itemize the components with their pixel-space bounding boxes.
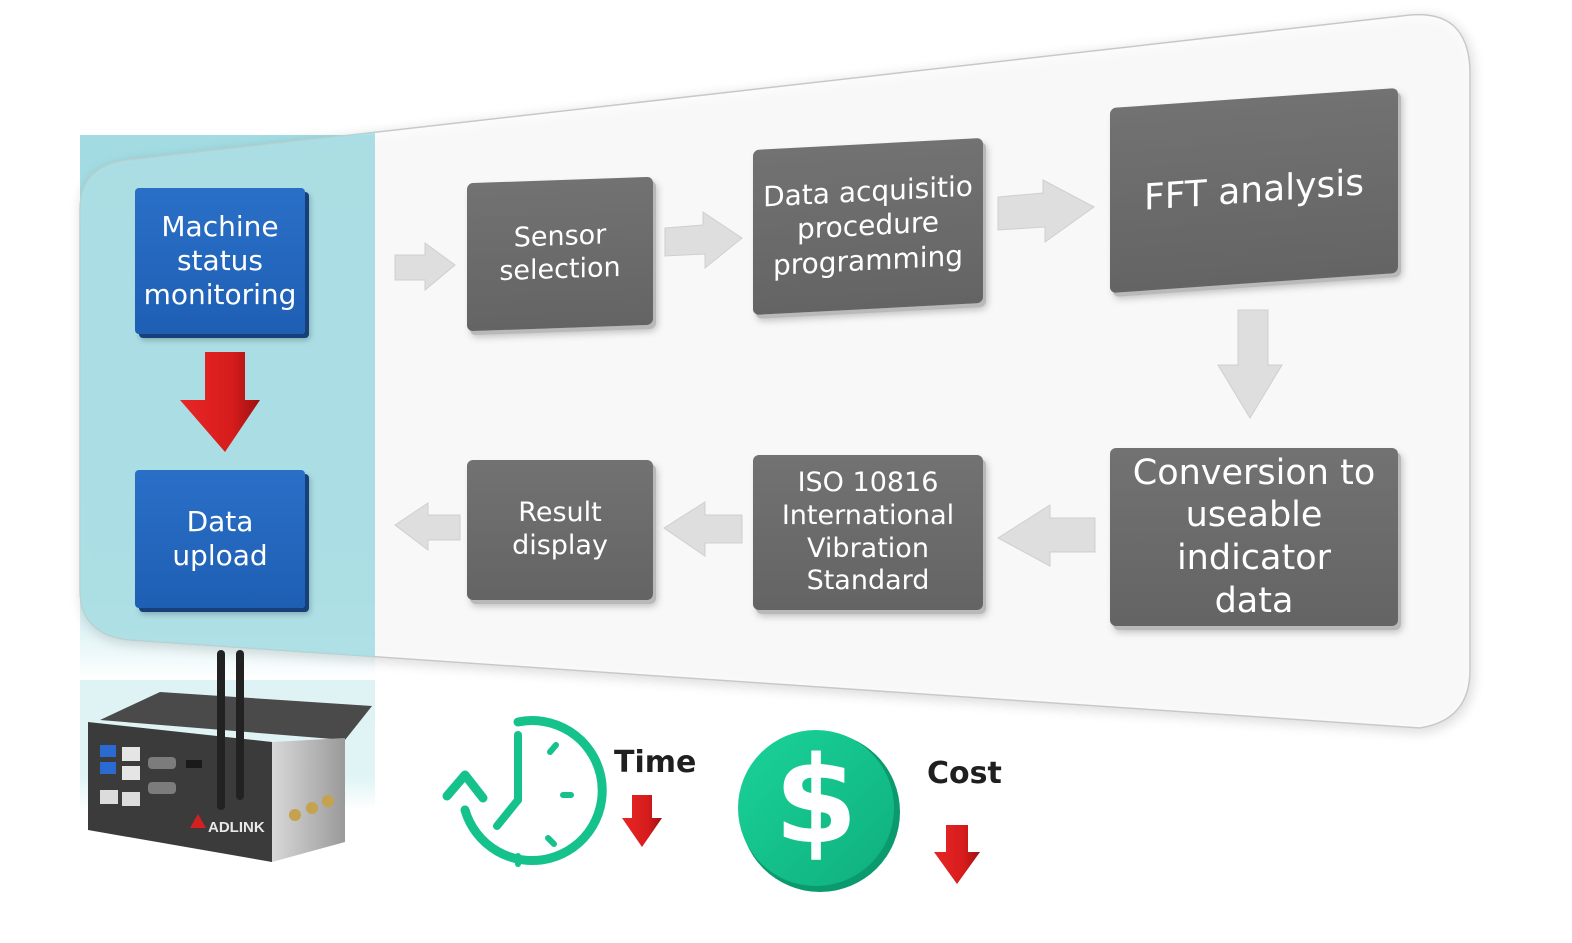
- flow-arrow-3: [997, 179, 1095, 243]
- iso-standard-label: ISO 10816 International Vibration Standa…: [781, 466, 955, 597]
- red-down-arrow: [180, 352, 260, 452]
- fft-analysis-box: FFT analysis: [1110, 87, 1398, 294]
- clock-icon: [442, 716, 607, 867]
- result-display-label: Result display: [512, 497, 608, 561]
- svg-text:$: $: [774, 732, 858, 871]
- conversion-label: Conversion to useable indicator data: [1132, 452, 1376, 621]
- cost-label: Cost: [927, 756, 1002, 791]
- fft-analysis-label: FFT analysis: [1144, 161, 1364, 219]
- time-label: Time: [614, 745, 697, 780]
- sensor-selection-box: Sensor selection: [467, 176, 653, 332]
- flow-arrow-2: [664, 211, 743, 270]
- machine-status-box: Machine status monitoring: [135, 188, 305, 334]
- flow-arrow-6: [663, 501, 743, 557]
- data-upload-label: Data upload: [172, 504, 268, 572]
- data-upload-box: Data upload: [135, 470, 305, 608]
- flow-arrow-4: [1217, 309, 1283, 419]
- dollar-coin-icon: $: [738, 730, 900, 892]
- flow-arrow-1: [394, 242, 456, 292]
- data-acquisition-box: Data acquisitio procedure programming: [753, 137, 983, 316]
- conversion-box: Conversion to useable indicator data: [1110, 448, 1398, 626]
- result-display-box: Result display: [467, 460, 653, 600]
- machine-status-label: Machine status monitoring: [143, 209, 297, 312]
- cost-down-arrow: [934, 825, 980, 884]
- flow-arrow-5: [997, 504, 1096, 567]
- iso-standard-box: ISO 10816 International Vibration Standa…: [753, 455, 983, 610]
- adlink-device: ADLINK: [88, 650, 372, 862]
- data-acquisition-label: Data acquisitio procedure programming: [763, 169, 973, 282]
- time-down-arrow: [622, 795, 662, 847]
- sensor-selection-label: Sensor selection: [499, 219, 621, 288]
- flow-arrow-7: [394, 502, 461, 552]
- device-brand-label: ADLINK: [208, 819, 265, 836]
